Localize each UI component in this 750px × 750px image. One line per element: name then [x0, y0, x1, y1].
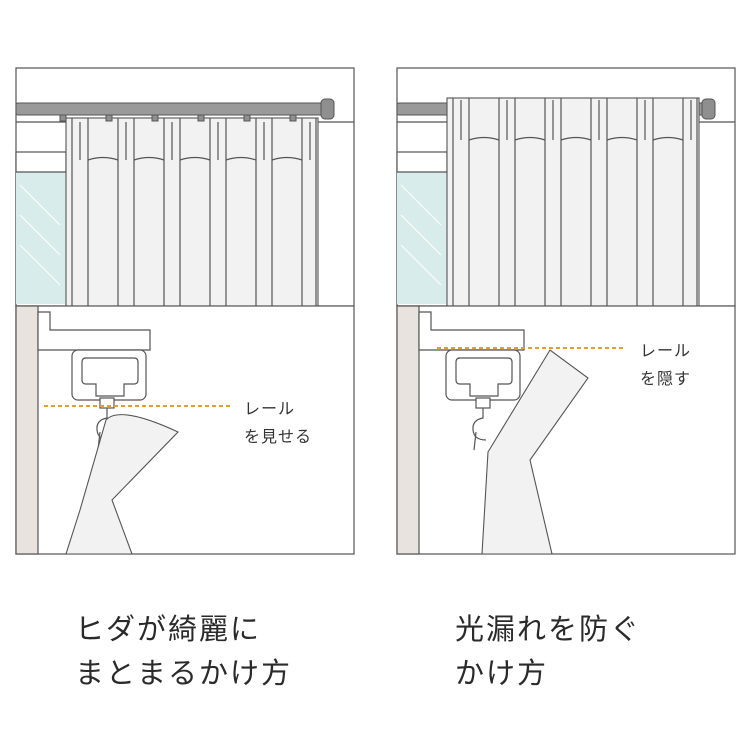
left-rail-bracket	[37, 311, 151, 351]
left-curtain-rod	[15, 98, 335, 122]
left-rod-finial-icon	[320, 98, 335, 120]
left-panel: レール を見せる	[15, 67, 355, 555]
right-panel: レール を隠す	[396, 67, 736, 555]
left-wall-side	[15, 305, 39, 555]
right-label-line1: レール	[640, 341, 691, 360]
left-window	[15, 151, 67, 307]
left-caption: ヒダが綺麗に まとまるかけ方	[75, 607, 292, 695]
right-window	[396, 151, 448, 307]
right-curtain	[446, 97, 700, 307]
right-caption-line2: かけ方	[455, 656, 549, 690]
left-rail-profile-icon	[71, 349, 147, 409]
right-hanging-curtain	[481, 349, 589, 555]
right-caption: 光漏れを防ぐ かけ方	[455, 607, 641, 695]
right-rod-finial-icon	[701, 98, 716, 120]
left-caption-line2: まとまるかけ方	[75, 656, 293, 690]
left-curtain	[65, 117, 319, 307]
right-rail-bracket	[418, 311, 525, 351]
right-label-line2: を隠す	[640, 369, 691, 388]
left-label-line2: を見せる	[244, 427, 312, 446]
right-rail-profile-icon	[445, 349, 521, 409]
left-hanging-curtain	[65, 414, 179, 555]
right-curtain-hook-icon	[472, 408, 487, 451]
left-caption-line1: ヒダが綺麗に	[75, 612, 262, 646]
left-label-line1: レール	[244, 399, 295, 418]
right-wall-side	[396, 305, 420, 555]
right-caption-line1: 光漏れを防ぐ	[455, 612, 642, 646]
